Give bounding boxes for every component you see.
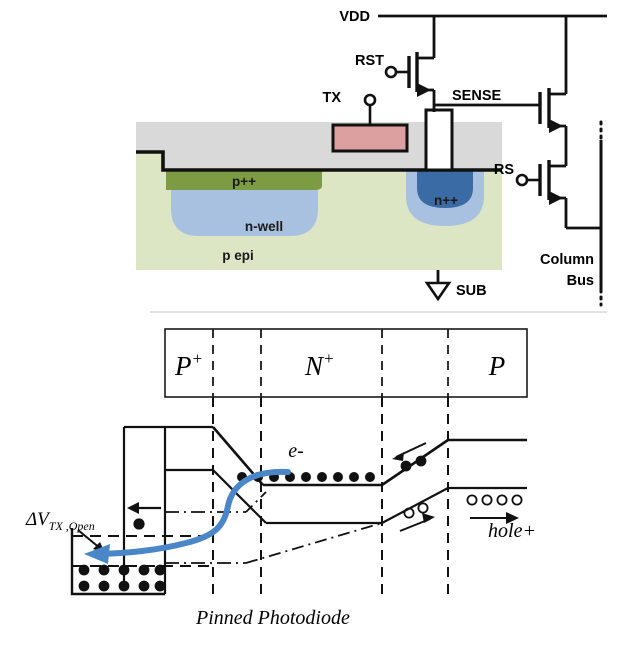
sense-label: SENSE [452,88,501,104]
column-bus-label-line1: Column [540,252,594,268]
label-p-plus-plus: p++ [232,174,256,189]
delta-v-tx-open-label: ΔVTX ,Open [25,509,95,533]
svg-text:P+: P+ [174,349,203,381]
charge-transfer-arrow [100,468,291,557]
slope-electron-arrowhead [392,452,404,461]
slope-hole-arrowhead [422,513,435,523]
tx-label: TX [322,90,341,106]
label-n-plus-plus: n++ [434,193,458,208]
p-plus-plus-layer [166,170,322,190]
rst-gate-bubble [384,65,398,79]
sub-label: SUB [456,283,487,299]
region-label-p-plus-sup: + [192,349,203,368]
charge-transfer-arrowhead [84,544,110,564]
quasi-fermi-upper-slope [245,491,267,513]
delta-v-sub-text: TX ,Open [49,519,95,533]
sub-arrow-icon [424,281,452,302]
region-label-p-plus-text: P [174,351,192,381]
hole-label: hole+ [488,520,536,542]
band-diagram: P+ N+ P [25,328,536,629]
rs-label: RS [494,162,514,178]
svg-text:N+: N+ [304,349,335,381]
silicon-surface-outline [136,150,502,172]
storage-well-box [70,528,165,596]
floating-diffusion-contact [424,108,454,172]
rs-gate-bubble [515,173,529,187]
delta-v-main-text: ΔV [25,509,51,530]
slope-holes [403,502,429,519]
column-bus-label-line2: Bus [567,273,594,289]
oxide-layer [136,122,502,170]
svg-text:ΔVTX ,Open: ΔVTX ,Open [25,509,95,533]
barrier-electron [133,518,145,530]
hole-drift-arrowhead [506,512,519,524]
barrier-electron-arrowhead [127,502,139,514]
tx-terminal-node [363,93,377,107]
rs-source-arrow [549,191,563,205]
rst-source-arrow [417,83,431,97]
figure-caption: Pinned Photodiode [195,607,350,629]
region-label-p: P [488,351,506,381]
tx-gate [331,123,409,153]
doping-region-box [164,328,528,398]
n-plus-plus-layer [417,170,473,208]
pixel-circuit-cross-section: p++ n-well n++ p epi TX VDD RST SENSE [136,9,607,313]
quasi-fermi-lower-slope [245,522,383,564]
vdd-label: VDD [339,9,370,25]
conduction-band-electrons [237,472,375,482]
rst-label: RST [355,53,384,69]
label-n-well: n-well [245,219,283,234]
storage-well-electrons [78,564,166,592]
region-label-p-plus: P+ [174,349,203,381]
region-label-n-plus-sup: + [323,349,334,368]
valence-band-holes [466,494,523,506]
label-p-epi: p epi [222,248,254,263]
region-label-n-plus-text: N [304,351,325,381]
valence-band-slope-right [381,487,449,524]
electron-label: e- [288,440,304,462]
sf-source-arrow [549,119,563,133]
slope-electrons [400,455,427,472]
conduction-band-slope-right [381,438,449,487]
region-label-n-plus: N+ [304,349,335,381]
conduction-band-mid-slope [212,469,267,524]
